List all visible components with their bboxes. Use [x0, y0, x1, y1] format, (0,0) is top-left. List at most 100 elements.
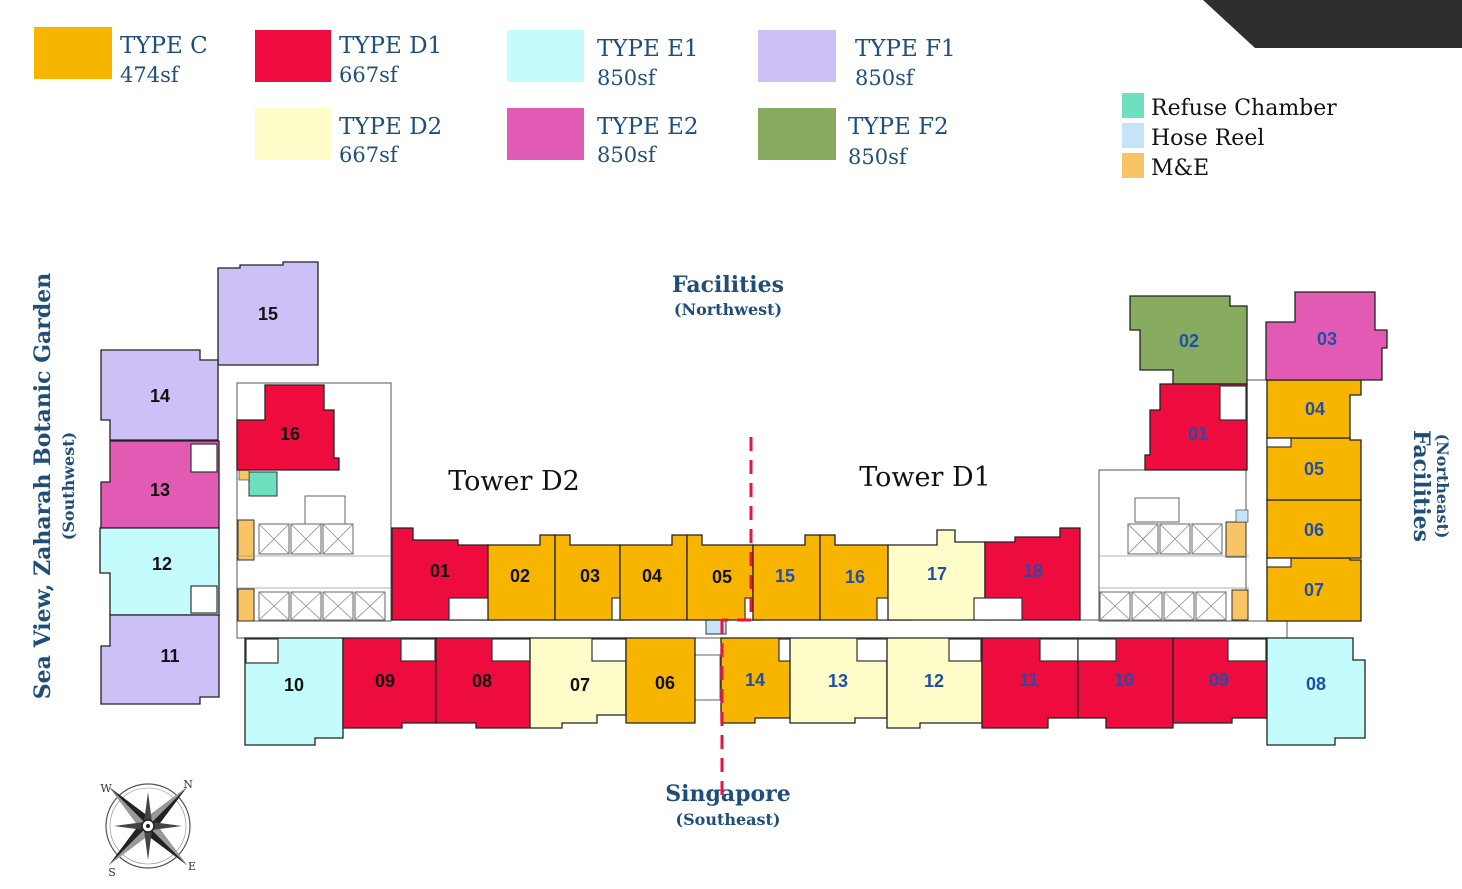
unit-d1-03[interactable]: 03	[1265, 291, 1388, 381]
svg-text:15: 15	[258, 304, 278, 324]
svg-text:01: 01	[1188, 424, 1208, 444]
unit-d2-02[interactable]: 02	[487, 534, 556, 621]
unit-d2-11[interactable]: 11	[100, 614, 220, 705]
type-c-label: TYPE C	[120, 33, 208, 59]
unit-d1-04[interactable]: 04	[1266, 379, 1362, 439]
svg-text:11: 11	[1019, 670, 1038, 690]
unit-d2-09[interactable]: 09	[342, 637, 437, 729]
unit-d1-01[interactable]: 01	[1144, 383, 1248, 471]
unit-d2-13[interactable]: 13	[100, 440, 220, 529]
compass-ring	[105, 783, 191, 869]
svg-text:02: 02	[510, 566, 530, 586]
unit-d2-06[interactable]: 06	[625, 637, 696, 724]
unit-d2-01[interactable]: 01	[391, 527, 498, 621]
svg-text:05: 05	[712, 567, 732, 587]
legend-type-d1: TYPE D1 667sf	[255, 30, 442, 87]
lifts-d2-lower	[258, 591, 386, 621]
type-d1-swatch	[255, 30, 331, 82]
unit-d1-15[interactable]: 15	[752, 534, 821, 621]
unit-d1-18[interactable]: 18	[973, 527, 1081, 621]
m-and-e-swatch	[1122, 153, 1144, 178]
legend-type-f2: TYPE F2 850sf	[758, 108, 949, 169]
me-box-d2-a	[238, 469, 250, 481]
southwest-sub: (Southwest)	[59, 432, 78, 540]
compass-e: E	[188, 860, 196, 873]
lifts-d1-upper	[1127, 523, 1223, 555]
compass-n: N	[183, 778, 193, 791]
svg-text:12: 12	[924, 671, 944, 691]
svg-text:13: 13	[150, 480, 170, 500]
unit-d1-08[interactable]: 08	[1266, 637, 1366, 746]
compass-minor-points	[114, 792, 182, 860]
svg-text:06: 06	[655, 673, 675, 693]
svg-text:12: 12	[152, 554, 172, 574]
unit-d2-08[interactable]: 08	[435, 637, 531, 729]
unit-d2-10[interactable]: 10	[244, 637, 344, 746]
svg-text:10: 10	[1114, 670, 1134, 690]
hose-reel-swatch	[1122, 123, 1144, 148]
type-c-size: 474sf	[120, 63, 181, 87]
unit-d1-05[interactable]: 05	[1266, 430, 1362, 501]
unit-d1-13[interactable]: 13	[789, 637, 898, 724]
unit-d2-03[interactable]: 03	[554, 534, 631, 621]
legend-type-f1: TYPE F1 850sf	[758, 30, 956, 90]
hose-reel-label: Hose Reel	[1151, 126, 1264, 151]
svg-text:05: 05	[1304, 459, 1324, 479]
type-d2-size: 667sf	[339, 143, 400, 167]
building-outline	[236, 379, 1288, 701]
refuse-chamber-d2	[248, 471, 278, 497]
type-e1-label: TYPE E1	[597, 36, 699, 62]
svg-text:10: 10	[284, 675, 304, 695]
unit-d2-07[interactable]: 07	[529, 637, 627, 729]
unit-d1-14[interactable]: 14	[720, 637, 802, 724]
svg-text:03: 03	[580, 566, 600, 586]
svg-text:14: 14	[150, 386, 170, 406]
compass-rose: N E S W	[100, 778, 196, 879]
unit-d1-10[interactable]: 10	[1077, 637, 1174, 729]
svg-text:09: 09	[375, 671, 395, 691]
northeast-sub: (Northeast)	[1433, 434, 1452, 539]
unit-d2-14[interactable]: 14	[100, 349, 219, 441]
unit-d1-11[interactable]: 11	[981, 637, 1079, 729]
type-e1-swatch	[507, 30, 584, 82]
m-and-e-label: M&E	[1151, 156, 1209, 181]
type-f2-size: 850sf	[848, 145, 909, 169]
svg-text:06: 06	[1304, 520, 1324, 540]
svg-text:08: 08	[1306, 674, 1326, 694]
legend-type-e1: TYPE E1 850sf	[507, 30, 699, 90]
unit-d2-16[interactable]: 16	[236, 384, 340, 471]
svg-text:04: 04	[642, 566, 662, 586]
svg-text:02: 02	[1179, 331, 1199, 351]
compass-w: W	[100, 782, 112, 795]
unit-d1-07[interactable]: 07	[1266, 550, 1362, 622]
type-e1-size: 850sf	[597, 66, 658, 90]
unit-d1-12[interactable]: 12	[886, 637, 983, 729]
type-f2-label: TYPE F2	[848, 114, 949, 140]
type-e2-label: TYPE E2	[597, 114, 699, 140]
svg-text:07: 07	[570, 675, 590, 695]
svg-text:13: 13	[828, 671, 848, 691]
tower-d1-label: Tower D1	[859, 462, 991, 493]
main-corridor	[236, 619, 1288, 639]
corner-decoration	[1203, 0, 1462, 48]
type-d1-label: TYPE D1	[339, 33, 442, 59]
type-f2-swatch	[758, 108, 836, 160]
unit-d1-02[interactable]: 02	[1129, 295, 1248, 385]
unit-d1-17[interactable]: 17	[887, 529, 986, 621]
legend-services: Refuse Chamber Hose Reel M&E	[1122, 93, 1337, 181]
lifts-d2-upper	[258, 523, 354, 555]
svg-text:08: 08	[472, 671, 492, 691]
unit-d1-06[interactable]: 06	[1266, 499, 1362, 559]
unit-d2-12[interactable]: 12	[99, 527, 220, 616]
svg-text:03: 03	[1317, 329, 1337, 349]
unit-d1-09[interactable]: 09	[1172, 637, 1268, 724]
units: 15 14 16 13 12 11 01	[99, 261, 1388, 746]
type-e2-size: 850sf	[597, 143, 658, 167]
unit-d2-15[interactable]: 15	[217, 261, 319, 366]
east-column-core	[1245, 379, 1269, 622]
unit-d2-04[interactable]: 04	[619, 534, 688, 621]
tower-d2-label: Tower D2	[448, 466, 580, 497]
legend-type-c: TYPE C 474sf	[34, 27, 208, 87]
